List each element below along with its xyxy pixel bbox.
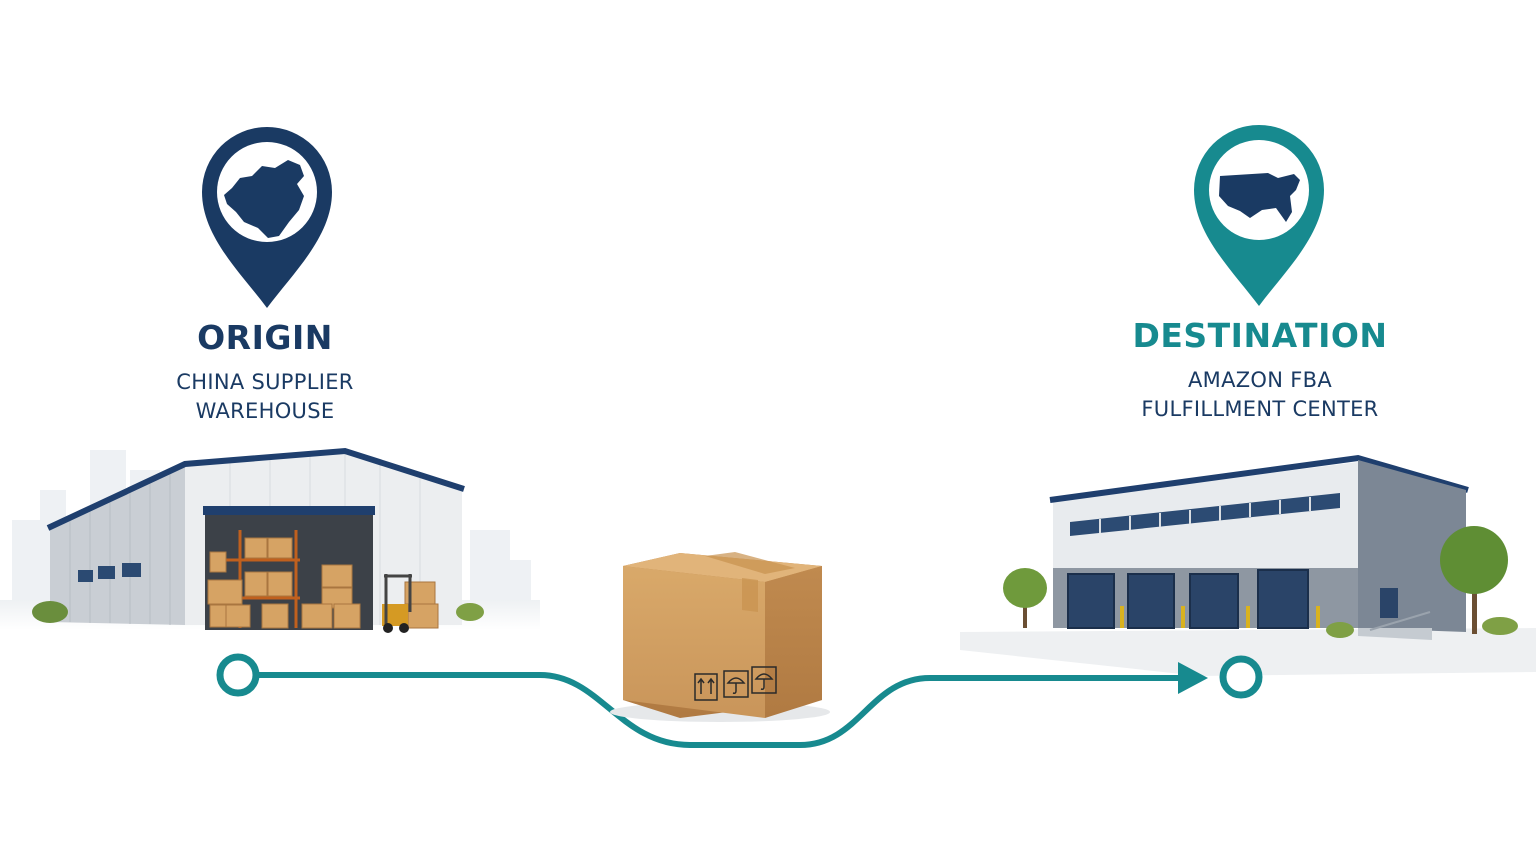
origin-title: ORIGIN: [197, 318, 333, 357]
origin-subtitle-line-1: CHINA SUPPLIER: [176, 370, 354, 394]
destination-title: DESTINATION: [1132, 316, 1388, 355]
destination-subtitle: AMAZON FBA FULFILLMENT CENTER: [1060, 366, 1460, 424]
origin-route-node: [216, 653, 260, 697]
destination-fulfillment-center: [960, 454, 1536, 676]
destination-label: DESTINATION AMAZON FBA FULFILLMENT CENTE…: [1060, 316, 1460, 424]
route-line: [256, 672, 1183, 748]
this-way-up-icon: [694, 673, 718, 701]
destination-subtitle-line-2: FULFILLMENT CENTER: [1141, 397, 1379, 421]
route-arrow-icon: [1178, 662, 1208, 694]
keep-dry-icon: [751, 666, 777, 694]
origin-subtitle: CHINA SUPPLIER WAREHOUSE: [115, 368, 415, 426]
destination-subtitle-line-1: AMAZON FBA: [1187, 368, 1332, 392]
origin-label: ORIGIN CHINA SUPPLIER WAREHOUSE: [115, 318, 415, 426]
origin-warehouse: [0, 447, 540, 633]
cardboard-box-icon: [610, 552, 830, 722]
destination-route-node: [1219, 655, 1263, 699]
destination-pin-icon: [1194, 125, 1324, 306]
shipping-route: [216, 653, 1263, 748]
origin-pin-icon: [202, 127, 332, 308]
origin-subtitle-line-2: WAREHOUSE: [195, 399, 335, 423]
keep-dry-icon: [723, 670, 749, 698]
china-map-icon: [224, 160, 304, 238]
usa-map-icon: [1219, 173, 1300, 222]
